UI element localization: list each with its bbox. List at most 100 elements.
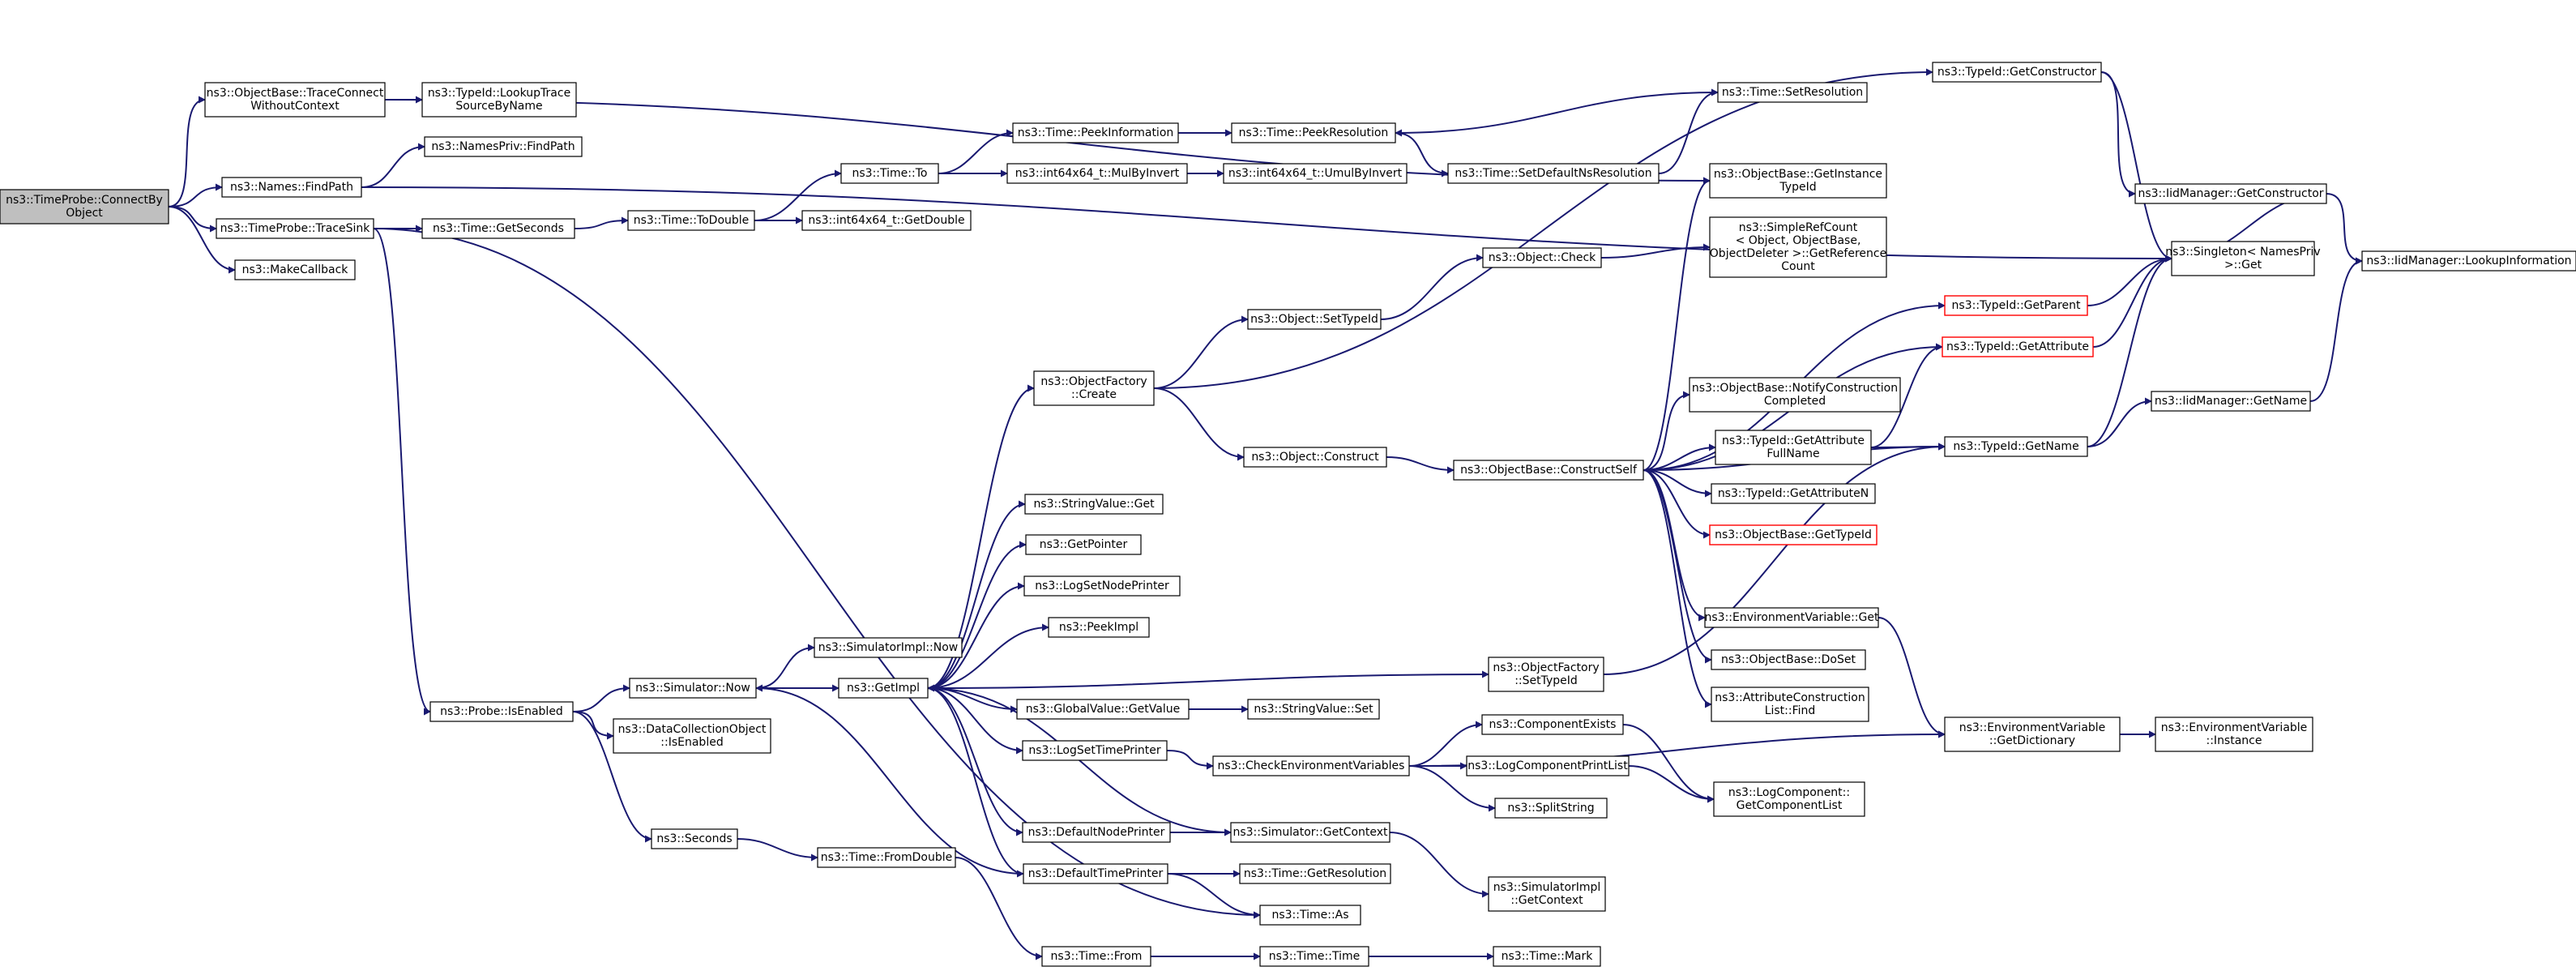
node-box — [1231, 122, 1396, 143]
node-time-time[interactable]: ns3::Time::Time — [1259, 946, 1369, 967]
node-label-line: ns3::GetPointer — [1040, 538, 1128, 551]
node-time-get-resolution[interactable]: ns3::Time::GetResolution — [1239, 863, 1391, 884]
edge-get_impl-to-string_value_get — [927, 500, 1026, 689]
node-notify-construction[interactable]: ns3::ObjectBase::NotifyConstructionCompl… — [1689, 377, 1901, 413]
node-dco-is-enabled[interactable]: ns3::DataCollectionObject::IsEnabled — [613, 718, 771, 754]
node-namespriv-findpath[interactable]: ns3::NamesPriv::FindPath — [424, 136, 583, 157]
node-label-line: ns3::StringValue::Set — [1254, 703, 1373, 716]
node-peek-resolution[interactable]: ns3::Time::PeekResolution — [1231, 122, 1396, 143]
node-logcomp-get-list[interactable]: ns3::LogComponent::GetComponentList — [1713, 781, 1865, 817]
node-iid-get-constructor[interactable]: ns3::IidManager::GetConstructor — [2134, 183, 2327, 204]
node-trace-connect[interactable]: ns3::ObjectBase::TraceConnectWithoutCont… — [204, 82, 386, 118]
node-names-findpath[interactable]: ns3::Names::FindPath — [221, 177, 362, 198]
node-box — [1488, 876, 1606, 912]
node-time-as[interactable]: ns3::Time::As — [1259, 905, 1361, 926]
node-label-line: ns3::EnvironmentVariable — [2161, 721, 2308, 734]
node-peek-impl[interactable]: ns3::PeekImpl — [1048, 617, 1150, 638]
node-label-line: ::GetContext — [1510, 894, 1583, 907]
node-env-instance[interactable]: ns3::EnvironmentVariable::Instance — [2155, 716, 2313, 752]
node-label-line: ns3::NamesPriv::FindPath — [431, 140, 575, 153]
node-box — [2151, 391, 2311, 412]
node-object-construct[interactable]: ns3::Object::Construct — [1243, 447, 1387, 468]
node-check-env-vars[interactable]: ns3::CheckEnvironmentVariables — [1212, 755, 1410, 776]
node-log-set-time-printer[interactable]: ns3::LogSetTimePrinter — [1022, 740, 1168, 761]
node-object-factory-create[interactable]: ns3::ObjectFactory::Create — [1033, 370, 1155, 406]
node-string-value-set[interactable]: ns3::StringValue::Set — [1247, 699, 1380, 720]
node-seconds[interactable]: ns3::Seconds — [651, 828, 738, 849]
node-default-time-printer[interactable]: ns3::DefaultTimePrinter — [1023, 863, 1168, 884]
node-log-set-node-printer[interactable]: ns3::LogSetNodePrinter — [1023, 575, 1181, 597]
node-object-set-typeid[interactable]: ns3::Object::SetTypeId — [1247, 309, 1382, 330]
node-to-double[interactable]: ns3::Time::ToDouble — [627, 210, 755, 231]
node-set-default-ns[interactable]: ns3::Time::SetDefaultNsResolution — [1447, 163, 1660, 184]
node-simple-ref-count[interactable]: ns3::SimpleRefCount< Object, ObjectBase,… — [1709, 216, 1887, 278]
node-int64-getdouble[interactable]: ns3::int64x64_t::GetDouble — [801, 210, 972, 231]
node-typeid-get-attribute[interactable]: ns3::TypeId::GetAttribute — [1942, 336, 2094, 357]
node-box — [1239, 863, 1391, 884]
node-sim-get-context[interactable]: ns3::Simulator::GetContext — [1230, 822, 1391, 843]
edge-get_impl-to-get_pointer — [927, 541, 1027, 689]
edge-log_set_time_printer-to-check_env_vars — [1166, 750, 1214, 770]
node-box — [1689, 377, 1901, 413]
node-globalvalue-getvalue[interactable]: ns3::GlobalValue::GetValue — [1016, 699, 1190, 720]
node-component-exists[interactable]: ns3::ComponentExists — [1481, 714, 1624, 735]
node-get-pointer[interactable]: ns3::GetPointer — [1025, 534, 1142, 555]
node-typeid-get-parent[interactable]: ns3::TypeId::GetParent — [1944, 295, 2088, 316]
node-box — [1041, 946, 1151, 967]
node-simulator-now[interactable]: ns3::Simulator::Now — [629, 678, 757, 699]
node-get-constructor[interactable]: ns3::TypeId::GetConstructor — [1932, 62, 2102, 83]
node-get-impl[interactable]: ns3::GetImpl — [838, 678, 929, 699]
edge-construct_self-to-attr_construction_find — [1643, 469, 1712, 708]
node-get-seconds[interactable]: ns3::Time::GetSeconds — [421, 218, 575, 239]
node-typeid-get-name[interactable]: ns3::TypeId::GetName — [1944, 436, 2088, 457]
node-env-get-dictionary[interactable]: ns3::EnvironmentVariable::GetDictionary — [1944, 716, 2121, 752]
edge-trace_sink-to-time_as — [373, 228, 1261, 919]
node-string-value-get[interactable]: ns3::StringValue::Get — [1024, 494, 1164, 515]
node-box — [1025, 534, 1142, 555]
node-mul-by-invert[interactable]: ns3::int64x64_t::MulByInvert — [1006, 163, 1188, 184]
node-default-node-printer[interactable]: ns3::DefaultNodePrinter — [1022, 822, 1171, 843]
node-umul-by-invert[interactable]: ns3::int64x64_t::UmulByInvert — [1223, 163, 1408, 184]
node-time-from-double[interactable]: ns3::Time::FromDouble — [817, 847, 956, 868]
node-trace-sink[interactable]: ns3::TimeProbe::TraceSink — [216, 218, 374, 239]
edge-probe_is_enabled-to-simulator_now — [572, 684, 630, 712]
node-label-line: ns3::Time::To — [852, 167, 928, 180]
node-iid-lookup-info[interactable]: ns3::IidManager::LookupInformation — [2361, 250, 2576, 272]
node-label-line: ns3::Time::As — [1271, 909, 1348, 922]
node-set-resolution[interactable]: ns3::Time::SetResolution — [1717, 82, 1868, 103]
node-simimpl-now[interactable]: ns3::SimulatorImpl::Now — [814, 637, 963, 658]
node-time-from[interactable]: ns3::Time::From — [1041, 946, 1151, 967]
node-label-line: ns3::int64x64_t::UmulByInvert — [1228, 167, 1403, 180]
node-probe-is-enabled[interactable]: ns3::Probe::IsEnabled — [429, 701, 574, 722]
node-make-callback[interactable]: ns3::MakeCallback — [234, 259, 356, 280]
node-get-attribute-n[interactable]: ns3::TypeId::GetAttributeN — [1711, 483, 1876, 504]
edge-check_env_vars-to-component_exists — [1408, 721, 1483, 767]
node-peek-information[interactable]: ns3::Time::PeekInformation — [1012, 122, 1179, 143]
node-of-set-typeid[interactable]: ns3::ObjectFactory::SetTypeId — [1488, 657, 1604, 692]
node-env-var-get[interactable]: ns3::EnvironmentVariable::Get — [1704, 607, 1879, 628]
node-objectbase-doset[interactable]: ns3::ObjectBase::DoSet — [1711, 649, 1866, 670]
node-log-component-printlist[interactable]: ns3::LogComponentPrintList — [1466, 755, 1630, 776]
node-label-line: FullName — [1766, 447, 1819, 460]
node-label-line: ns3::ObjectBase::DoSet — [1721, 653, 1856, 666]
node-simimpl-get-context[interactable]: ns3::SimulatorImpl::GetContext — [1488, 876, 1606, 912]
node-iid-get-name[interactable]: ns3::IidManager::GetName — [2151, 391, 2311, 412]
node-label-line: ns3::ObjectBase::TraceConnect — [207, 87, 384, 100]
node-time-to[interactable]: ns3::Time::To — [840, 163, 939, 184]
node-singleton-get[interactable]: ns3::Singleton< NamesPriv>::Get — [2165, 241, 2321, 276]
edge-check_env_vars-to-split_string — [1408, 765, 1496, 812]
node-split-string[interactable]: ns3::SplitString — [1494, 798, 1608, 819]
node-label-line: ns3::Object::SetTypeId — [1250, 313, 1378, 326]
node-objectbase-get-typeid[interactable]: ns3::ObjectBase::GetTypeId — [1709, 524, 1878, 545]
edge-to_double-to-time_to — [754, 169, 842, 221]
node-time-mark[interactable]: ns3::Time::Mark — [1493, 946, 1601, 967]
node-box — [1709, 524, 1878, 545]
node-box — [1709, 163, 1887, 199]
node-object-check[interactable]: ns3::Object::Check — [1482, 247, 1602, 268]
node-construct-self[interactable]: ns3::ObjectBase::ConstructSelf — [1453, 460, 1644, 481]
